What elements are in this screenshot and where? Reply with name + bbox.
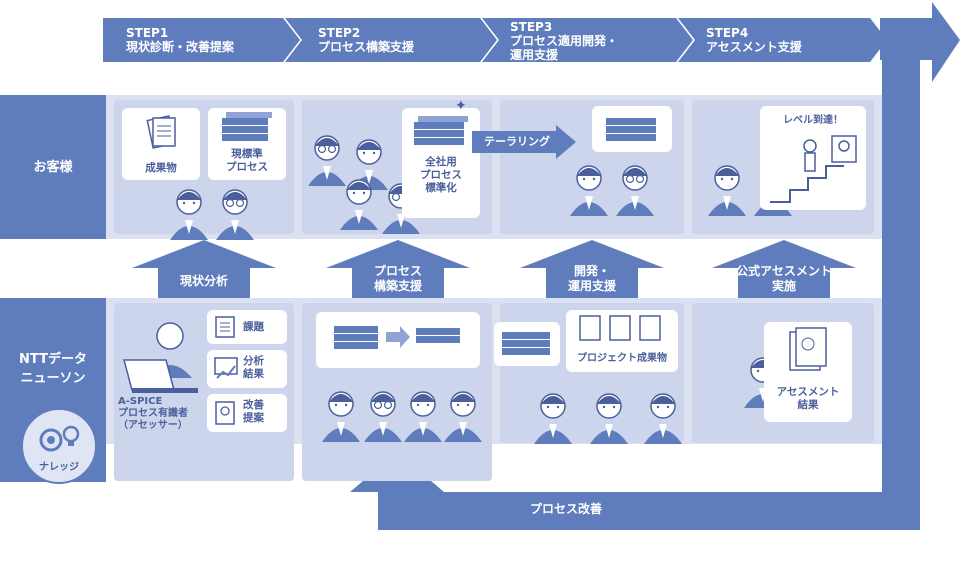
stairs-climber-icon [770, 135, 857, 203]
arrow-current-analysis [132, 240, 276, 298]
tailoring-arrow [472, 125, 576, 159]
assessment-result-label: アセスメント結果 [776, 386, 840, 411]
arrow-dev-ops [520, 240, 664, 298]
level-reached-label: レベル到達！ [783, 115, 843, 126]
assessor-laptop-illustration [123, 322, 198, 393]
tailored-process-bubble [592, 106, 672, 152]
person-avatar [530, 386, 576, 448]
deliverable-card: 成果物 [122, 108, 200, 180]
process-improvement-label: プロセス改善 [529, 502, 602, 516]
arrow-assessment [712, 240, 856, 298]
person-avatar [612, 158, 658, 220]
step-chevrons [103, 18, 887, 62]
person-avatar [318, 384, 364, 446]
level-reached-card: レベル到達！ [760, 106, 866, 210]
report-document-icon [789, 327, 827, 371]
person-avatar [586, 386, 632, 448]
binder-stack-icon [414, 116, 468, 145]
checklist-icon [215, 316, 235, 338]
binder-stack-icon [502, 332, 550, 355]
current-standard-label: 現標準プロセス [226, 148, 268, 173]
arrow-assessment-label: 公式アセスメント実施 [736, 264, 832, 293]
analysis-label: 分析結果 [243, 355, 264, 380]
chart-up-icon [214, 357, 238, 379]
person-avatar [336, 172, 382, 234]
issue-label: 課題 [243, 321, 264, 333]
person-avatar [304, 128, 350, 190]
project-output-card: プロジェクト成果物 [566, 310, 678, 372]
project-output-label: プロジェクト成果物 [577, 353, 667, 364]
person-avatar [166, 182, 212, 244]
arrow-dev-ops-label: 開発・運用支援 [567, 264, 616, 293]
step3-chevron [482, 18, 693, 62]
lightbulb-document-icon [215, 401, 235, 425]
person-avatar [400, 384, 446, 446]
process-build-bubble [316, 312, 480, 368]
gear-lightbulb-icon [39, 425, 80, 452]
sparkle-icon: ✦ [455, 98, 467, 114]
person-avatar [212, 182, 258, 244]
dev-process-bubble [494, 322, 560, 366]
arrow-current-analysis-label: 現状分析 [179, 274, 228, 288]
tailoring-label: テーラリング [484, 135, 550, 148]
binder-to-binder-icon [334, 326, 460, 349]
knowledge-badge: ナレッジ [21, 408, 97, 484]
middle-arrows [132, 240, 856, 298]
person-avatar [566, 158, 612, 220]
person-avatar [640, 386, 686, 448]
arrow-process-build [326, 240, 470, 298]
step4-chevron [678, 18, 887, 62]
issue-card: 課題 [207, 310, 287, 344]
person-avatar [440, 384, 486, 446]
improvement-label: 改善提案 [243, 399, 264, 424]
documents-icon [579, 315, 661, 341]
company-process-label: 全社用プロセス標準化 [420, 156, 462, 194]
company-process-card: 全社用プロセス標準化 [402, 108, 480, 218]
step1-chevron [103, 18, 300, 62]
lane-customer: お客様 [0, 95, 106, 239]
analysis-card: 分析結果 [207, 350, 287, 388]
document-stack-icon [146, 115, 176, 149]
arrow-process-build-label: プロセス構築支援 [373, 264, 422, 293]
improvement-card: 改善提案 [207, 394, 287, 432]
person-avatar [704, 158, 750, 220]
knowledge-label: ナレッジ [39, 462, 79, 473]
assessment-result-card: アセスメント結果 [764, 322, 852, 422]
current-standard-card: 現標準プロセス [208, 108, 286, 180]
step2-chevron [285, 18, 497, 62]
binder-stack-icon [222, 112, 272, 141]
person-avatar [360, 384, 406, 446]
deliverable-label: 成果物 [145, 162, 177, 174]
binder-stack-icon [606, 118, 656, 141]
